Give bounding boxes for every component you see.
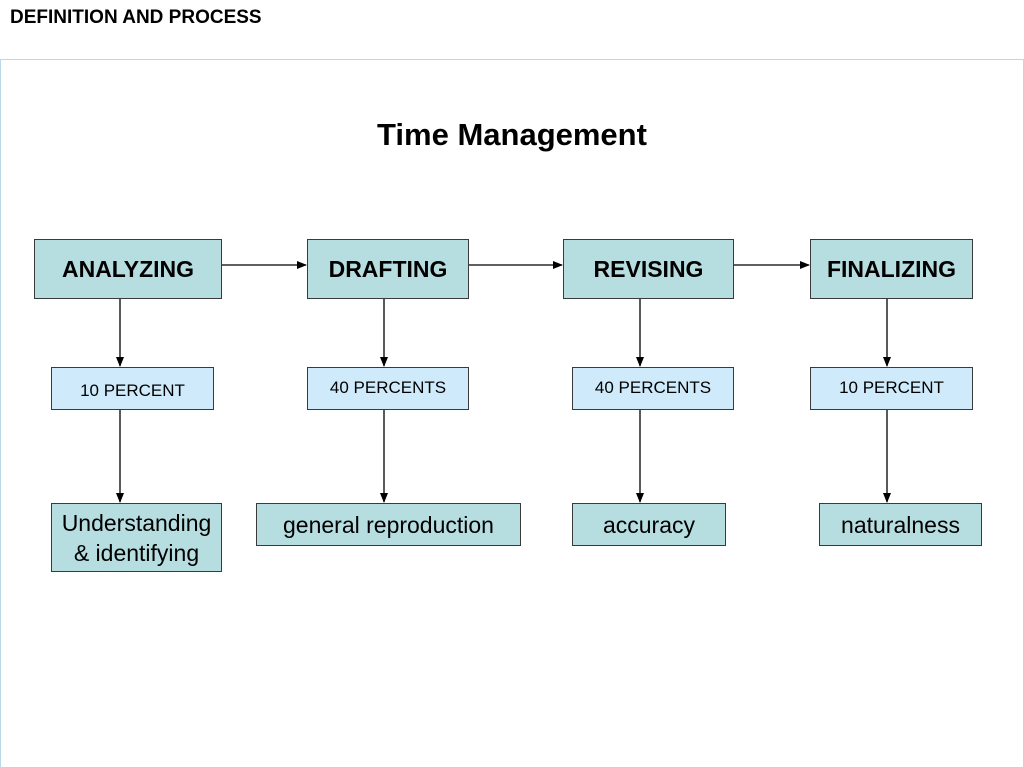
description-box-analyzing: Understanding & identifying	[51, 503, 222, 572]
percent-box-analyzing: 10 PERCENT	[51, 367, 214, 410]
diagram-title: Time Management	[377, 117, 647, 152]
percent-box-drafting: 40 PERCENTS	[307, 367, 469, 410]
stage-box-finalizing: FINALIZING	[810, 239, 973, 299]
percent-label: 40 PERCENTS	[594, 377, 712, 397]
header-title: DEFINITION AND PROCESS	[10, 7, 262, 28]
description-label: Understanding & identifying	[61, 509, 212, 566]
description-box-drafting: general reproduction	[256, 503, 521, 546]
description-box-revising: accuracy	[572, 503, 726, 546]
description-label: general reproduction	[283, 511, 494, 538]
stage-box-drafting: DRAFTING	[307, 239, 469, 299]
percent-label: 10 PERCENT	[80, 380, 185, 400]
stage-box-revising: REVISING	[563, 239, 734, 299]
stage-label: FINALIZING	[826, 255, 957, 282]
stage-label: ANALYZING	[61, 255, 195, 282]
stage-box-analyzing: ANALYZING	[34, 239, 222, 299]
description-box-finalizing: naturalness	[819, 503, 982, 546]
description-label: accuracy	[602, 511, 696, 538]
stage-label: REVISING	[593, 255, 704, 282]
stage-label: DRAFTING	[328, 255, 448, 282]
description-label: naturalness	[841, 511, 960, 538]
percent-label: 40 PERCENTS	[329, 377, 447, 397]
percent-box-revising: 40 PERCENTS	[572, 367, 734, 410]
percent-label: 10 PERCENT	[839, 377, 944, 397]
percent-box-finalizing: 10 PERCENT	[810, 367, 973, 410]
